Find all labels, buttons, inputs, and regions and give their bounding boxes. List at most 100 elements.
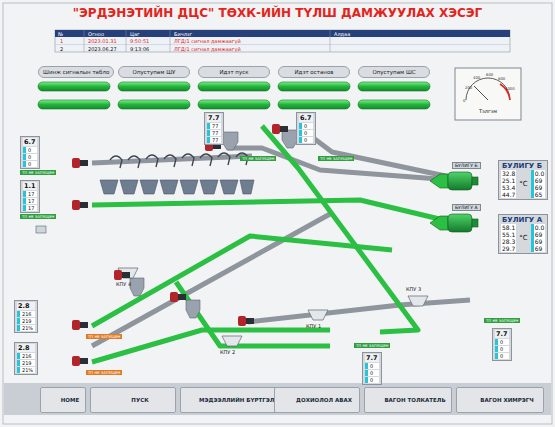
motor-tag: БУЛИГУ А: [452, 204, 481, 211]
node-value: 69: [531, 231, 546, 238]
status-tag: ТП НЕ ЗАПУЩЕН: [484, 318, 520, 323]
status-tag: ТП НЕ ЗАПУЩЕН: [86, 334, 122, 339]
node-label: 7.7: [207, 114, 221, 122]
readout-panel: 1.1171717: [20, 180, 40, 213]
node-value: 21%: [17, 367, 35, 373]
node-value: 69: [531, 238, 546, 245]
readout-panel: 2.821621921%: [14, 300, 38, 333]
node-value: 25.1: [501, 177, 516, 184]
table-header: Бичлэг: [174, 31, 192, 37]
node-label: 6.7: [299, 114, 313, 122]
header-button: Опуступам ШС: [358, 66, 430, 78]
node-label: ВАГОН ТОЛКАТЕЛЬ: [384, 397, 445, 403]
scale-number: 400: [473, 75, 480, 80]
status-tag: ТП НЕ ЗАПУЩЕН: [20, 214, 56, 219]
node-label: 7.7: [365, 354, 379, 362]
node-label: БУЛИГУ Б: [501, 162, 545, 170]
node-label: HOME: [61, 397, 80, 403]
nav-button: МЭДЭЭЛЛИЙН БҮРТГЭЛ: [180, 387, 279, 413]
node-label: МЭДЭЭЛЛИЙН БҮРТГЭЛ: [199, 397, 274, 403]
node-label: ПУСК: [131, 397, 148, 403]
node-value: 65: [531, 191, 546, 198]
readout-panel: 6.7000: [296, 112, 316, 145]
node-value: 219: [17, 360, 35, 366]
node-value: 0: [299, 123, 313, 129]
nav-button: ВАГОН ХИМРЭГЧ: [456, 387, 544, 413]
feeder-label: КПУ 2: [220, 349, 235, 355]
header-button: Идэт пуск: [198, 66, 270, 78]
node-value: 44.7: [501, 191, 516, 198]
readout-panel: 7.7000: [362, 352, 382, 385]
scale-number: 1000: [505, 86, 515, 91]
node-label: Идэт пуск: [219, 69, 248, 75]
node-value: °C: [518, 234, 528, 242]
node-label: БУЛИГУ А: [501, 216, 545, 224]
table-cell: 2023.06.27: [88, 46, 117, 52]
status-tag: ТП НЕ ЗАПУЩЕН: [354, 343, 390, 348]
node-value: 0: [299, 130, 313, 136]
node-value: 17: [23, 191, 37, 197]
node-value: 77: [207, 123, 221, 129]
node-value: 69: [531, 177, 546, 184]
node-value: 53.4: [501, 184, 516, 191]
node-label: Опуступам ШС: [372, 69, 415, 75]
feeder-label: КПУ 4: [116, 281, 131, 287]
nav-button: ДОХИОЛОЛ АВАХ: [274, 387, 360, 413]
motor-panel: БУЛИГУ А58.155.128.329.7°C0.0696969: [498, 214, 548, 254]
readout-panel: 7.7000: [492, 328, 512, 361]
node-value: 0: [365, 370, 379, 376]
node-label: ДОХИОЛОЛ АВАХ: [296, 397, 352, 403]
header-button: Опуступам ШУ: [118, 66, 190, 78]
feeder-label: КПУ 1: [306, 323, 321, 329]
node-value: 216: [17, 311, 35, 317]
node-value: 77: [207, 137, 221, 143]
node-value: 0: [23, 161, 37, 167]
node-value: 28.3: [501, 238, 516, 245]
table-cell: 9:50:51: [130, 38, 149, 44]
node-value: 0: [365, 377, 379, 383]
status-tag: ТП НЕ ЗАПУЩЕН: [20, 170, 56, 175]
motor-tag: БУЛИГУ Б: [452, 162, 481, 169]
scale-number: 600: [486, 72, 493, 77]
feeder-label: КПУ 3: [406, 286, 421, 292]
node-label: ВАГОН ХИМРЭГЧ: [480, 397, 533, 403]
table-cell: 2: [60, 46, 63, 52]
scale-number: 200: [465, 85, 472, 90]
node-label: 2.8: [17, 344, 35, 352]
table-cell: ЛГД/1 сигнал дамжаагүй: [174, 38, 241, 44]
node-value: 69: [531, 245, 546, 252]
status-tag: ТП НЕ ЗАПУЩЕН: [86, 370, 122, 375]
node-label: Идэт останов: [294, 69, 333, 75]
node-value: 0: [365, 363, 379, 369]
node-value: 32.8: [501, 170, 516, 177]
node-value: 21%: [17, 325, 35, 331]
node-label: 7.7: [495, 330, 509, 338]
node-value: 0: [23, 147, 37, 153]
node-value: 216: [17, 353, 35, 359]
table-header: Алдаа: [334, 31, 350, 37]
table-header: Огноо: [88, 31, 104, 37]
header-button: Идэт останов: [278, 66, 350, 78]
node-value: 0.0: [531, 170, 546, 177]
readout-panel: 2.821621921%: [14, 342, 38, 375]
table-cell: ЛГД/1 сигнал дамжаагүй: [174, 46, 241, 52]
motor-panel: БУЛИГУ Б32.825.153.444.7°C0.0696965: [498, 160, 548, 200]
node-value: 17: [23, 205, 37, 211]
table-cell: 2023.01.31: [88, 38, 117, 44]
table-cell: 9:13:06: [130, 46, 149, 52]
node-value: 69: [531, 184, 546, 191]
node-label: 6.7: [23, 138, 37, 146]
node-label: 2.8: [17, 302, 35, 310]
status-tag: ТП НЕ ЗАПУЩЕН: [240, 156, 276, 161]
scale-number: 0: [463, 98, 465, 103]
table-header: Цаг: [130, 31, 140, 37]
nav-button: HOME: [40, 387, 86, 413]
readout-panel: 6.7000: [20, 136, 40, 169]
screen-title: "ЭРДЭНЭТИЙН ДЦС" ТӨХК-ИЙН ТҮЛШ ДАМЖУУЛАХ…: [0, 6, 555, 20]
node-value: 0: [23, 154, 37, 160]
nav-button: ПУСК: [90, 387, 176, 413]
node-label: 1.1: [23, 182, 37, 190]
node-value: 0: [495, 346, 509, 352]
node-value: 29.7: [501, 245, 516, 252]
